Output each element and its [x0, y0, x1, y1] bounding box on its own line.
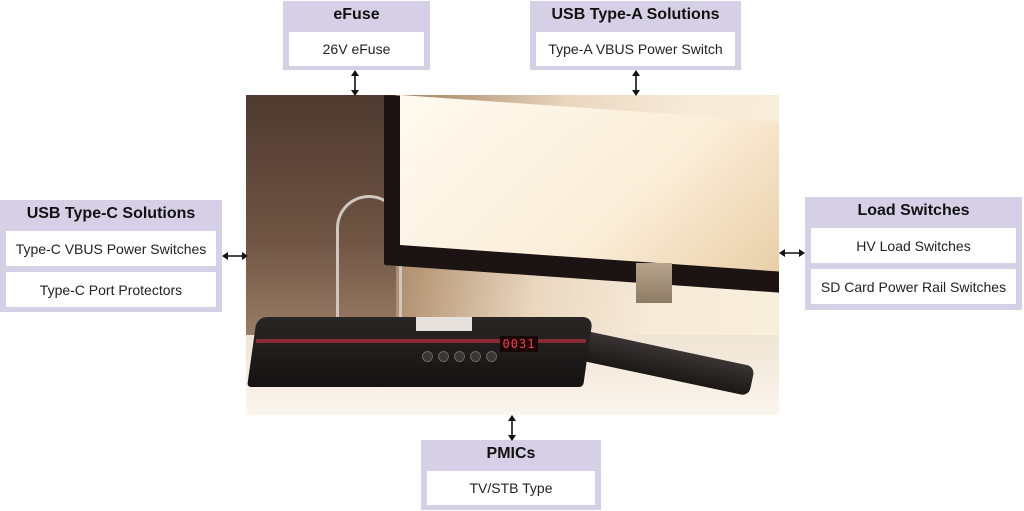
photo-stb-display: 0031 [500, 336, 538, 352]
load-switches-group: Load Switches HV Load Switches SD Card P… [805, 197, 1022, 310]
photo-tv-stand [636, 263, 672, 303]
efuse-connector-arrow [351, 70, 359, 96]
usb-type-c-item: Type-C VBUS Power Switches [6, 231, 216, 266]
usb-type-a-group: USB Type-A Solutions Type-A VBUS Power S… [530, 1, 741, 70]
usb-type-c-title: USB Type-C Solutions [26, 205, 196, 222]
photo-stb-button [486, 351, 497, 362]
photo-stb-button [454, 351, 465, 362]
usb-type-a-item: Type-A VBUS Power Switch [536, 32, 735, 66]
photo-stb-button [470, 351, 481, 362]
efuse-group: eFuse 26V eFuse [283, 1, 430, 70]
usb-type-a-connector-arrow [632, 70, 640, 96]
load-switches-title: Load Switches [857, 202, 970, 219]
load-switches-connector-arrow [779, 249, 805, 257]
photo-tv-screen [400, 95, 779, 272]
pmics-group: PMICs TV/STB Type [421, 440, 601, 510]
photo-stb-sticker [416, 317, 472, 331]
photo-stb-button [438, 351, 449, 362]
usb-type-a-title: USB Type-A Solutions [551, 6, 720, 23]
tv-stb-photo: 0031 [246, 95, 779, 415]
load-switches-item: HV Load Switches [811, 228, 1016, 263]
efuse-item: 26V eFuse [289, 32, 424, 66]
photo-stb-button [422, 351, 433, 362]
load-switches-item: SD Card Power Rail Switches [811, 269, 1016, 304]
efuse-title: eFuse [333, 6, 380, 23]
usb-type-c-group: USB Type-C Solutions Type-C VBUS Power S… [0, 200, 222, 312]
pmics-title: PMICs [486, 445, 536, 462]
usb-type-c-connector-arrow [222, 252, 248, 260]
pmics-connector-arrow [508, 415, 516, 441]
pmics-item: TV/STB Type [427, 471, 595, 505]
usb-type-c-item: Type-C Port Protectors [6, 272, 216, 307]
